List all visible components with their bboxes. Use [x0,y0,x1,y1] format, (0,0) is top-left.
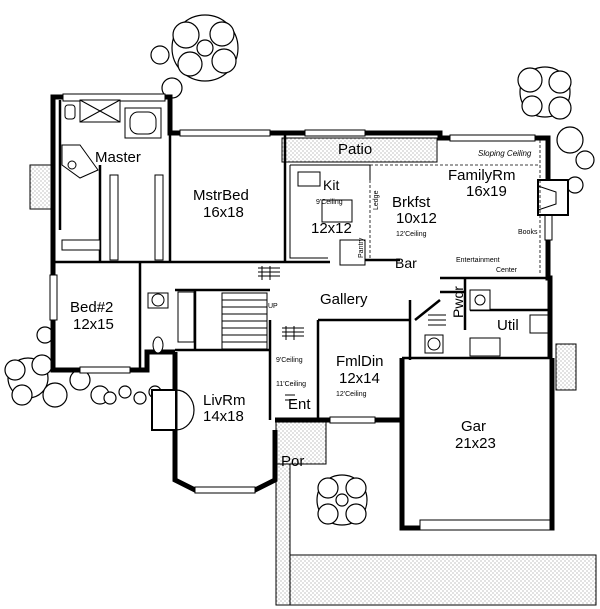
familyrm-note: Sloping Ceiling [478,149,532,158]
gar-size: 21x23 [455,435,496,452]
up-label: UP [268,303,278,310]
fireplace-family [537,179,569,216]
livrm-ceiling: 11'Ceiling [276,381,306,388]
paving [29,137,597,606]
por-label: Por [281,453,304,470]
center-label: Center [496,267,518,274]
brkfst-ceiling: 12'Ceiling [396,231,427,238]
mstrbed-size: 16x18 [203,204,244,221]
ledge-label: Ledge [373,190,380,210]
master-label: Master [95,149,141,166]
gallery-ceiling: 9'Ceiling [276,357,303,364]
tile-marks [258,266,446,401]
bed2-size: 12x15 [73,316,114,333]
livrm-label: LivRm [203,392,246,409]
gallery-label: Gallery [320,291,368,308]
fireplace-livrm [151,389,195,431]
drive-left [275,461,291,606]
tree-top [150,14,239,99]
master-bath-fixtures [61,99,164,261]
chimney-left [29,164,53,210]
bed2-label: Bed#2 [70,299,113,316]
ceiling-dash-lines [317,140,541,420]
ent-label: Ent [288,396,311,413]
patio-label: Patio [338,141,372,158]
ac-pad-right [555,343,577,391]
entertainment-label: Entertainment [456,257,500,264]
fmldin-label: FmlDin [336,353,384,370]
fmldin-ceiling: 12'Ceiling [336,391,367,398]
brkfst-size: 10x12 [396,210,437,227]
books-label: Books [518,229,538,236]
kit-ceiling: 9'Ceiling [316,199,343,206]
tree-right [517,66,595,194]
pantry-label: Pantry [358,237,365,258]
kit-label: Kit [323,177,339,193]
brkfst-label: Brkfst [392,194,431,211]
fmldin-size: 12x14 [339,370,380,387]
livrm-size: 14x18 [203,408,244,425]
tree-porch [316,474,368,526]
kit-size: 12x12 [311,220,352,237]
util-fixtures [424,289,549,357]
room-labels: Master MstrBed 16x18 Patio Kit 9'Ceiling… [70,141,538,470]
stairs [221,292,268,350]
kitchen-fixtures [289,164,371,266]
familyrm-size: 16x19 [466,183,507,200]
tree-left [4,326,110,408]
bed2-bath-fixtures [147,291,195,354]
mstrbed-label: MstrBed [193,187,249,204]
walk-entry [275,419,327,465]
patio-slab [281,137,438,163]
bar-label: Bar [395,255,417,271]
util-label: Util [497,317,519,334]
landscaping [4,14,595,526]
gar-label: Gar [461,418,486,435]
pwdr-label: Pwdr [450,286,466,318]
windows [49,93,553,531]
familyrm-label: FamilyRm [448,167,516,184]
